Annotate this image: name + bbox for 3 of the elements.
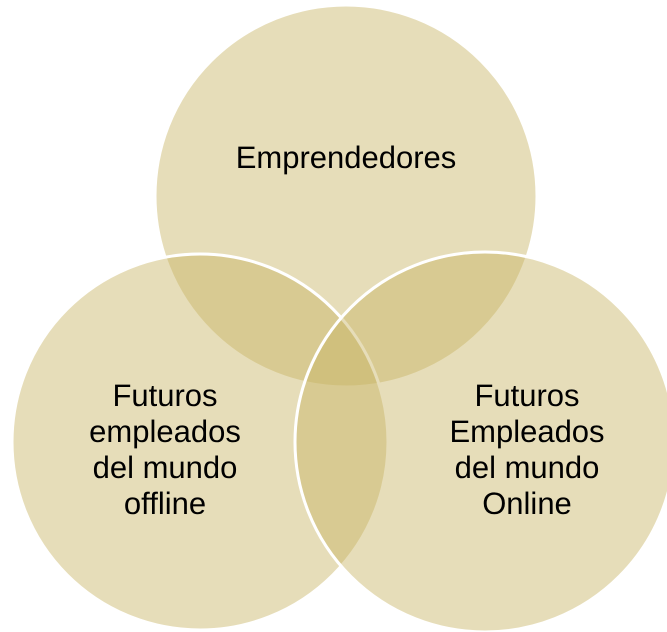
circle-label: Futuros empleados del mundo offline <box>88 378 242 522</box>
circle-label: Emprendedores <box>234 140 458 176</box>
circle-label: Futuros Empleados del mundo Online <box>448 378 606 522</box>
